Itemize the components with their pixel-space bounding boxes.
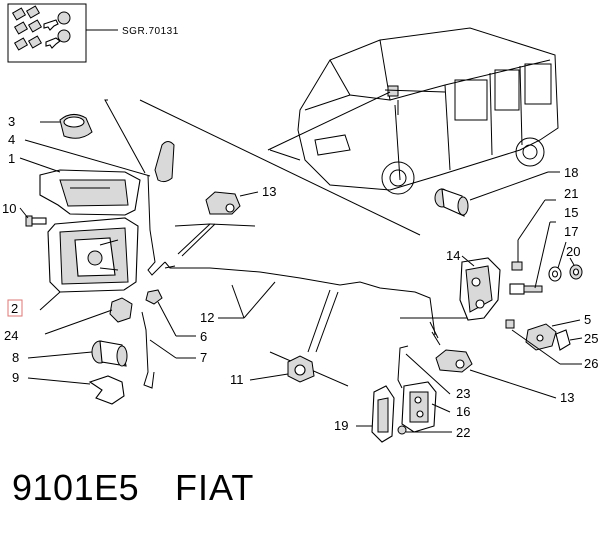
part-20-washer (569, 257, 583, 280)
part-1-outer-handle (19, 157, 141, 216)
callout-1: 1 (8, 151, 15, 166)
diagram-code: 9101E5 (12, 467, 140, 508)
callout-21: 21 (564, 186, 578, 201)
callout-16: 16 (456, 404, 470, 419)
part-13-clip-upper (205, 191, 259, 215)
callout-3: 3 (8, 114, 15, 129)
callout-6: 6 (200, 329, 207, 344)
part-5-bracket (525, 319, 581, 351)
part-26-pin (505, 319, 582, 365)
callout-7: 7 (200, 350, 207, 365)
part-9-spring-clip (27, 375, 125, 405)
callout-11: 11 (230, 372, 244, 387)
callout-14: 14 (446, 248, 460, 263)
part-18-bushing (434, 171, 560, 217)
callout-25: 25 (584, 331, 598, 346)
callout-10: 10 (2, 201, 16, 216)
callout-8: 8 (12, 350, 19, 365)
part-3-cap (40, 114, 93, 139)
part-24-clip (44, 297, 133, 335)
part-25-clip (555, 329, 583, 351)
part-16-latch-plate (401, 381, 451, 433)
callout-9: 9 (12, 370, 19, 385)
part-4-handle-lever (24, 99, 175, 276)
callout-19: 19 (334, 418, 348, 433)
part-22-screw (397, 425, 452, 435)
part-21-screw (511, 199, 556, 271)
callout-24: 24 (4, 328, 18, 343)
part-14-striker-bracket (459, 255, 501, 321)
cylinder-bolt-icon (11, 5, 43, 51)
callout-20: 20 (566, 244, 580, 259)
callout-18: 18 (564, 165, 578, 180)
part-19-lower-lock (356, 385, 395, 443)
callout-15: 15 (564, 205, 578, 220)
part-13-clip-lower (435, 349, 557, 399)
callout-2-highlight (7, 299, 23, 317)
callout-17: 17 (564, 224, 578, 239)
reference-code: SGR.70131 (122, 26, 179, 37)
part-10-bolt (19, 207, 47, 227)
part-7-rod (141, 311, 196, 389)
key-icon (43, 11, 71, 49)
part-2-door-lock (39, 217, 139, 311)
callout-26: 26 (584, 356, 598, 371)
callout-13-upper: 13 (262, 184, 276, 199)
callout-5: 5 (584, 312, 591, 327)
part-11-actuator (249, 355, 315, 383)
callout-23: 23 (456, 386, 470, 401)
part-8-lock-cylinder (27, 340, 128, 367)
callout-4: 4 (8, 132, 15, 147)
part-17-washer (548, 241, 567, 282)
callout-2: 2 (11, 301, 18, 316)
part-15-pin (509, 221, 556, 295)
callout-12: 12 (200, 310, 214, 325)
callout-22: 22 (456, 425, 470, 440)
callout-13-lower: 13 (560, 390, 574, 405)
part-6-grommet (145, 289, 196, 337)
van-illustration (297, 27, 559, 195)
key-set-inset: SGR.70131 (7, 3, 179, 63)
brand-name: FIAT (175, 467, 255, 508)
part-23-rod-hook (397, 345, 451, 395)
